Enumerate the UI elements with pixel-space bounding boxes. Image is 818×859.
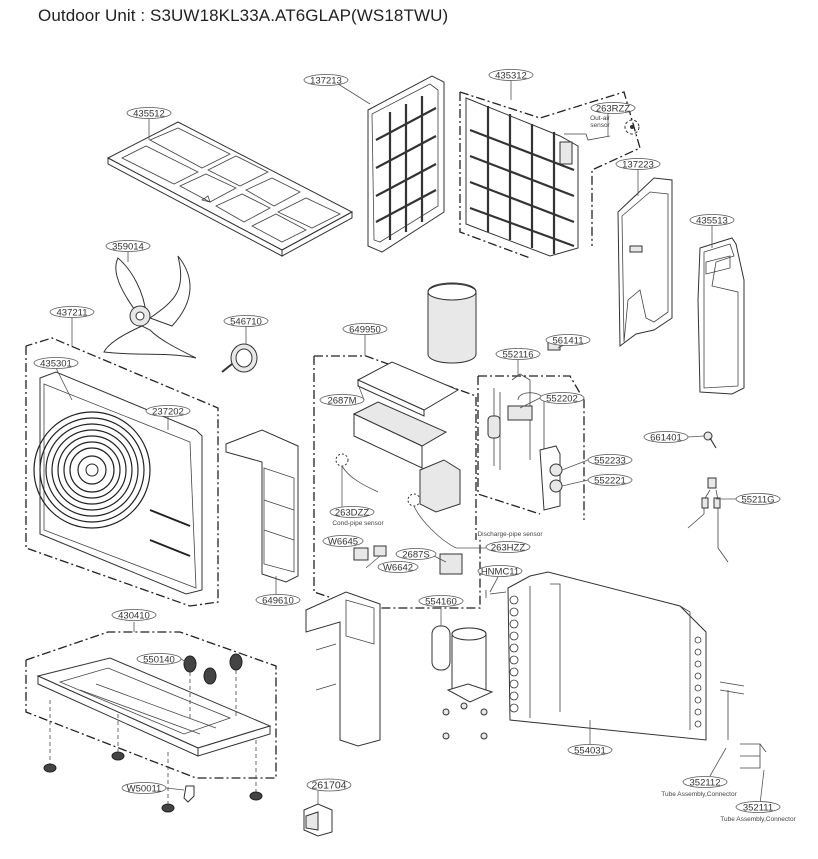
part-label-261704: 261704 — [306, 778, 352, 792]
part-label-263HZZ: 263HZZ Discharge-pipe sensor — [477, 531, 543, 554]
part-label-552233: 552233 — [587, 454, 633, 467]
part-label-435513: 435513 — [689, 214, 735, 227]
part-label-359014: 359014 — [105, 240, 151, 253]
part-label-649610: 649610 — [255, 594, 301, 607]
part-label-237202: 237202 — [145, 405, 191, 418]
svg-text:137213: 137213 — [310, 76, 342, 87]
svg-text:Tube Assembly,Connector: Tube Assembly,Connector — [661, 791, 737, 798]
valve-assembly-drawing — [477, 339, 585, 520]
reactor-drawing — [303, 803, 333, 837]
svg-text:561411: 561411 — [553, 336, 584, 347]
svg-text:sensor: sensor — [590, 122, 610, 129]
svg-text:552233: 552233 — [594, 456, 626, 467]
svg-text:261704: 261704 — [311, 780, 346, 792]
part-label-435312: 435312 — [488, 69, 534, 82]
svg-text:Tube Assembly,Connector: Tube Assembly,Connector — [720, 816, 796, 823]
part-label-435301: 435301 — [33, 357, 79, 370]
svg-text:2687M: 2687M — [327, 396, 356, 407]
svg-text:552116: 552116 — [503, 350, 534, 361]
svg-text:55211G: 55211G — [741, 495, 774, 506]
part-label-661401: 661401 — [643, 431, 689, 444]
svg-text:661401: 661401 — [650, 433, 682, 444]
svg-text:W50011: W50011 — [127, 784, 162, 795]
part-label-352111: 352111 Tube Assembly,Connector — [720, 801, 797, 823]
svg-text:352112: 352112 — [690, 778, 721, 789]
compressor-drawing — [431, 625, 494, 740]
svg-text:554031: 554031 — [574, 746, 606, 757]
part-label-263DZZ: 263DZZ Cond-pipe sensor — [329, 506, 384, 527]
svg-text:546710: 546710 — [230, 317, 262, 328]
svg-text:437211: 437211 — [57, 308, 88, 319]
svg-text:Cond-pipe sensor: Cond-pipe sensor — [332, 520, 384, 527]
part-label-435512: 435512 — [126, 107, 172, 120]
condenser-coil-drawing — [485, 571, 767, 769]
svg-text:435513: 435513 — [696, 216, 728, 227]
part-label-550140: 550140 — [136, 653, 182, 666]
part-label-552116: 552116 — [495, 348, 541, 361]
svg-text:550140: 550140 — [143, 655, 175, 666]
base-pan-drawing — [25, 631, 277, 813]
control-box-drawing — [313, 355, 481, 609]
svg-text:649950: 649950 — [349, 325, 381, 336]
part-label-554160: 554160 — [418, 595, 464, 608]
reactor-cover-drawing — [427, 282, 477, 364]
svg-text:263DZZ: 263DZZ — [335, 508, 370, 519]
part-label-554031: 554031 — [567, 744, 613, 757]
leader-lines — [55, 80, 765, 805]
svg-text:W6642: W6642 — [383, 563, 413, 574]
part-label-W6645: W6645 — [322, 535, 364, 548]
motor-mount-drawing — [225, 429, 299, 583]
part-label-263RZZ: 263RZZ Out-air sensor — [590, 102, 636, 129]
part-label-W6642: W6642 — [377, 561, 419, 574]
svg-text:HNMC11: HNMC11 — [481, 567, 519, 578]
svg-text:263HZZ: 263HZZ — [491, 543, 526, 554]
part-label-552221: 552221 — [587, 474, 633, 487]
svg-text:552202: 552202 — [546, 394, 578, 405]
svg-text:554160: 554160 — [425, 597, 457, 608]
part-label-561411: 561411 — [545, 334, 591, 347]
top-cover-drawing — [106, 121, 354, 257]
part-label-137213: 137213 — [303, 74, 349, 87]
svg-text:435301: 435301 — [40, 359, 72, 370]
part-label-430410: 430410 — [111, 609, 157, 622]
corner-panel-drawing — [697, 237, 745, 395]
front-panel-drawing — [25, 337, 219, 607]
svg-text:237202: 237202 — [152, 407, 184, 418]
page-title: Outdoor Unit : S3UW18KL33A.AT6GLAP(WS18T… — [38, 6, 449, 25]
svg-text:Out-air: Out-air — [590, 115, 611, 122]
part-label-552202: 552202 — [539, 392, 585, 405]
fan-motor-drawing — [221, 343, 258, 373]
part-label-HNMC11: HNMC11 — [477, 565, 523, 578]
part-label-649950: 649950 — [342, 323, 388, 336]
svg-text:435312: 435312 — [495, 71, 527, 82]
part-label-137223: 137223 — [615, 158, 661, 171]
partition-drawing — [305, 591, 381, 747]
part-label-546710: 546710 — [223, 315, 269, 328]
part-label-W50011: W50011 — [121, 782, 167, 795]
fan-blade-drawing — [103, 255, 197, 359]
svg-text:435512: 435512 — [133, 109, 165, 120]
svg-text:W6645: W6645 — [328, 537, 358, 548]
svg-text:Discharge-pipe sensor: Discharge-pipe sensor — [477, 531, 543, 538]
part-label-2687M: 2687M — [319, 394, 365, 407]
svg-text:649610: 649610 — [262, 596, 294, 607]
fitting-drawing — [687, 431, 729, 563]
part-label-352112: 352112 Tube Assembly,Connector — [661, 776, 738, 798]
part-label-55211G: 55211G — [735, 493, 781, 506]
svg-text:263RZZ: 263RZZ — [596, 104, 631, 115]
rear-grille-drawing — [367, 75, 445, 253]
part-label-2687S: 2687S — [395, 548, 437, 561]
svg-text:2687S: 2687S — [402, 550, 429, 561]
part-label-437211: 437211 — [49, 306, 95, 319]
condenser-guard-drawing — [459, 91, 641, 259]
svg-text:137223: 137223 — [622, 160, 654, 171]
side-panel-drawing — [617, 177, 673, 347]
svg-text:552221: 552221 — [594, 476, 626, 487]
svg-text:352111: 352111 — [743, 803, 773, 814]
svg-text:359014: 359014 — [112, 242, 144, 253]
svg-text:430410: 430410 — [118, 611, 150, 622]
